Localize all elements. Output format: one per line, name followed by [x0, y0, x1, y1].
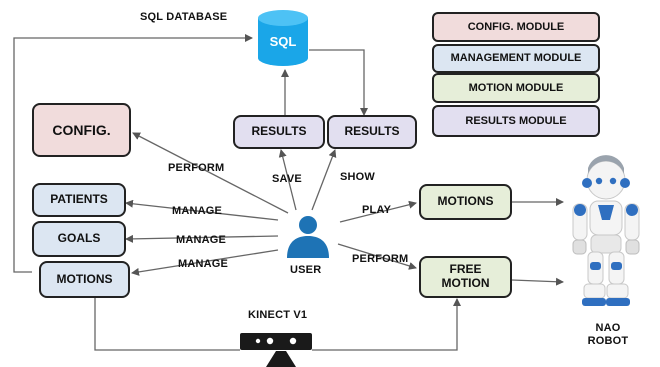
edge-database-to-results-show — [309, 49, 368, 116]
node-motions-play: MOTIONS — [419, 184, 512, 220]
edge-free-motion-to-robot — [511, 277, 564, 286]
label-manage-motions: MANAGE — [178, 258, 229, 270]
edge-user-to-config — [132, 132, 289, 214]
label-manage-patients: MANAGE — [172, 205, 223, 217]
database-title: SQL DATABASE — [140, 11, 228, 23]
user-label: USER — [290, 264, 322, 276]
database-icon: SQL — [258, 10, 308, 66]
node-free-motion: FREE MOTION — [419, 256, 512, 298]
node-config: CONFIG. — [32, 103, 131, 157]
legend-management-module: MANAGEMENT MODULE — [432, 44, 600, 73]
connectors — [13, 34, 564, 351]
edge-kinect-to-free-motion — [312, 298, 461, 351]
label-save: SAVE — [272, 173, 302, 185]
nao-robot-image — [572, 155, 640, 306]
edge-user-to-motions-manage — [131, 249, 279, 276]
node-results-show: RESULTS — [327, 115, 417, 149]
label-manage-goals: MANAGE — [176, 234, 227, 246]
legend-motion-module: MOTION MODULE — [432, 73, 600, 103]
label-perform-free: PERFORM — [352, 253, 409, 265]
edge-user-to-goals — [125, 234, 279, 243]
robot-label: NAO ROBOT — [587, 322, 629, 347]
legend-config-module: CONFIG. MODULE — [432, 12, 600, 42]
user-icon — [287, 216, 329, 258]
database-logo-text: SQL — [270, 34, 297, 49]
legend-results-module: RESULTS MODULE — [432, 105, 600, 137]
kinect-label: KINECT V1 — [248, 309, 308, 321]
node-results-save: RESULTS — [233, 115, 325, 149]
node-motions-manage: MOTIONS — [39, 261, 130, 298]
node-patients: PATIENTS — [32, 183, 126, 217]
edge-user-to-results-save — [278, 149, 297, 211]
node-goals: GOALS — [32, 221, 126, 257]
edge-left-to-database — [13, 34, 253, 273]
kinect-sensor-icon — [240, 333, 312, 367]
label-play: PLAY — [362, 204, 392, 216]
edge-user-to-results-show — [311, 149, 337, 211]
edge-user-to-free-motion — [337, 243, 417, 270]
label-perform-config: PERFORM — [168, 162, 225, 174]
edge-user-to-patients — [125, 199, 279, 221]
edge-motions-kinect-free-motion — [94, 298, 240, 351]
edge-user-to-motions-play — [339, 200, 417, 223]
label-show: SHOW — [340, 171, 376, 183]
